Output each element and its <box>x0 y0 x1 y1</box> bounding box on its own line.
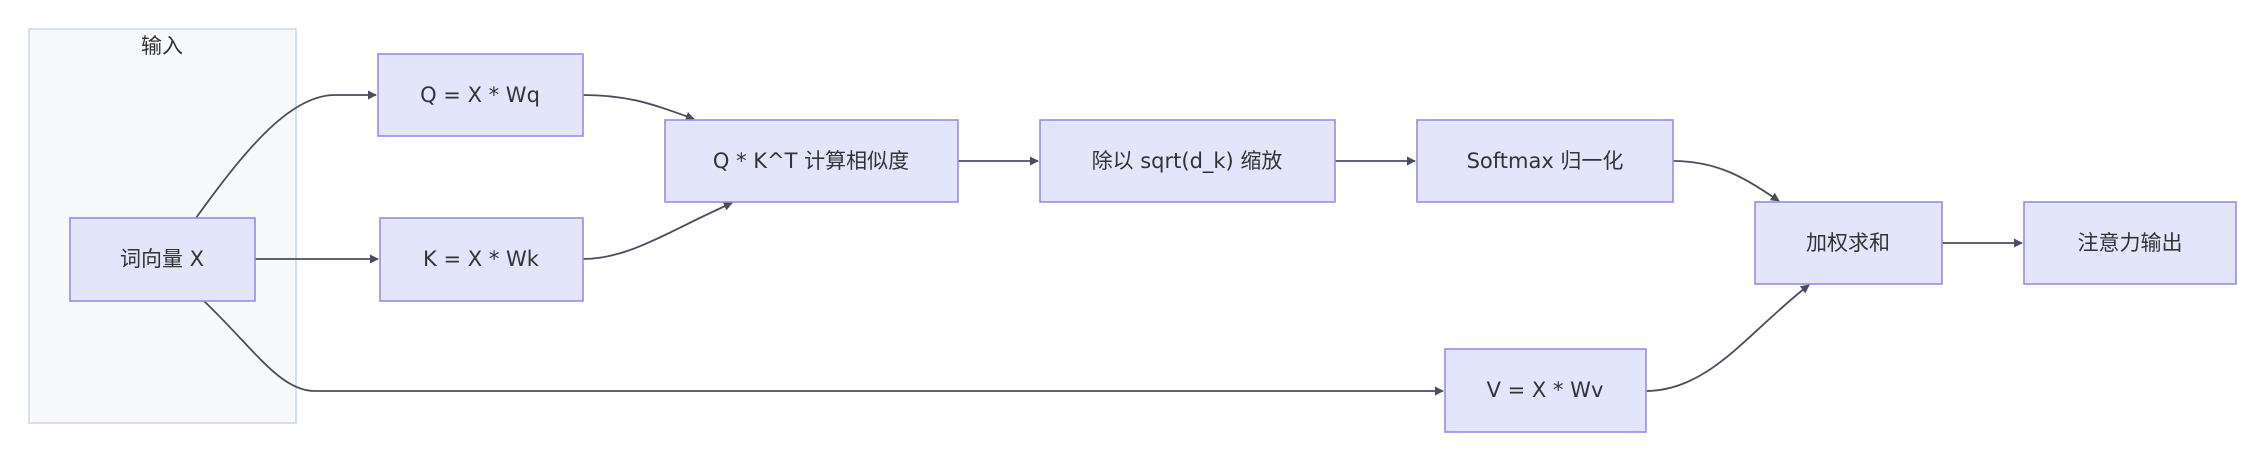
edge-softmax-to-weighted <box>1672 160 1780 202</box>
edge-x-to-v <box>203 300 1444 396</box>
edge-x-to-q <box>195 90 377 219</box>
node-v-label: V = X * Wv <box>1487 378 1604 402</box>
node-q[interactable]: Q = X * Wq <box>377 53 584 137</box>
node-scale[interactable]: 除以 sqrt(d_k) 缩放 <box>1039 119 1336 203</box>
node-weighted-label: 加权求和 <box>1806 231 1890 255</box>
input-cluster-title: 输入 <box>141 34 183 58</box>
node-q-label: Q = X * Wq <box>420 83 540 107</box>
node-k[interactable]: K = X * Wk <box>379 217 584 302</box>
node-qk[interactable]: Q * K^T 计算相似度 <box>664 119 959 203</box>
edge-v-to-weighted <box>1645 284 1810 392</box>
edge-q-to-qk <box>582 94 695 121</box>
node-qk-label: Q * K^T 计算相似度 <box>713 149 909 173</box>
node-out-label: 注意力输出 <box>2078 231 2183 255</box>
node-k-label: K = X * Wk <box>423 247 540 271</box>
node-scale-label: 除以 sqrt(d_k) 缩放 <box>1092 149 1283 174</box>
node-v[interactable]: V = X * Wv <box>1444 348 1647 433</box>
edge-k-to-qk <box>582 202 733 260</box>
node-out[interactable]: 注意力输出 <box>2023 201 2237 285</box>
node-weighted[interactable]: 加权求和 <box>1754 201 1943 285</box>
edges <box>195 90 2023 396</box>
node-softmax-label: Softmax 归一化 <box>1467 149 1624 173</box>
node-x-label: 词向量 X <box>120 247 204 271</box>
node-softmax[interactable]: Softmax 归一化 <box>1416 119 1674 203</box>
node-x[interactable]: 词向量 X <box>69 217 256 302</box>
